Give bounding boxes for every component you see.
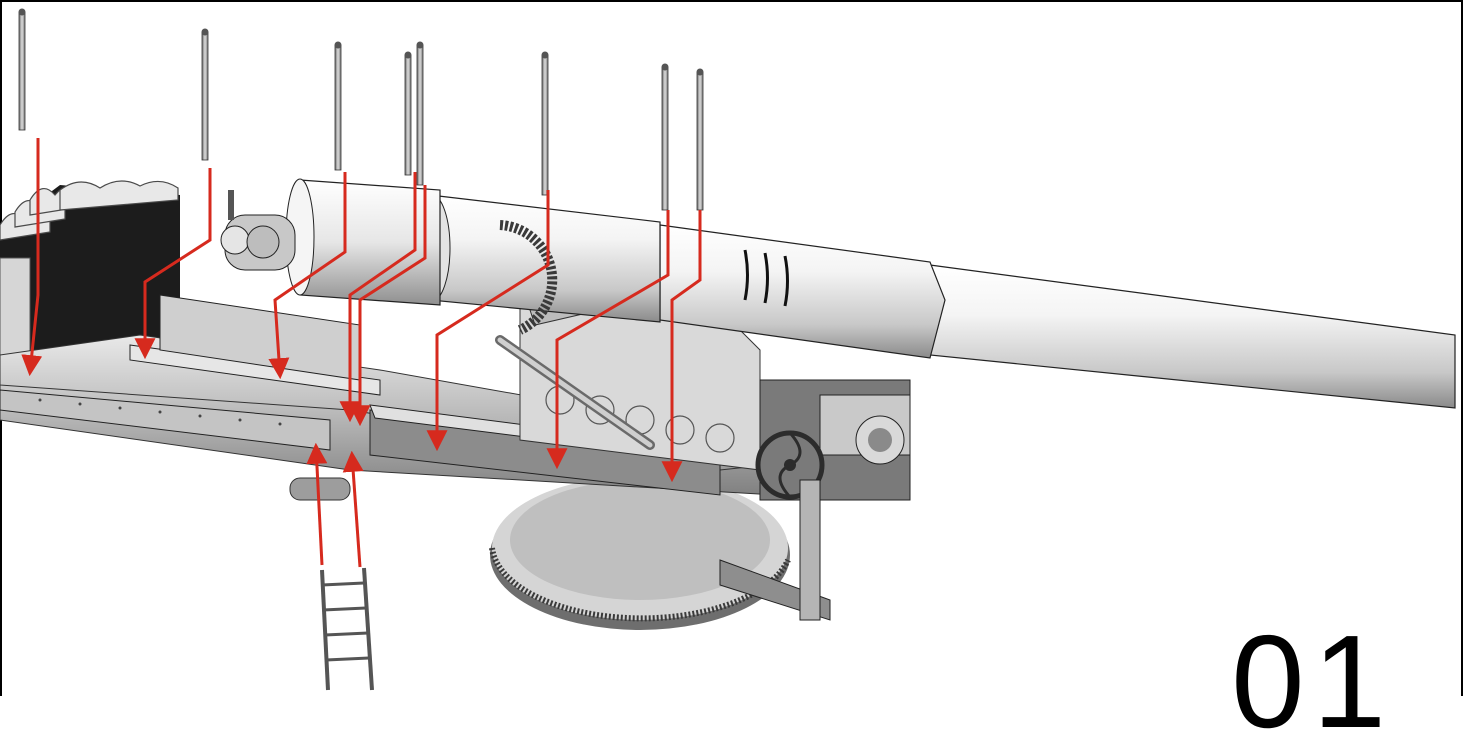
railing-posts bbox=[18, 8, 704, 211]
gun-barrel bbox=[285, 178, 1456, 409]
railing-post bbox=[696, 68, 704, 211]
railing-post bbox=[201, 28, 209, 161]
railing-post bbox=[334, 41, 342, 171]
assembly-arrow bbox=[306, 442, 328, 566]
step-number: 01 bbox=[1231, 608, 1394, 755]
assembly-arrow bbox=[661, 210, 702, 483]
assembly-arrow bbox=[349, 185, 427, 427]
assembly-arrow bbox=[268, 172, 347, 380]
railing-post bbox=[416, 41, 424, 186]
ammunition-box bbox=[0, 180, 180, 360]
assembly-arrow bbox=[546, 210, 670, 470]
turntable bbox=[489, 476, 791, 630]
assembly-arrow bbox=[134, 168, 212, 360]
railing-post bbox=[18, 8, 26, 131]
railing-post bbox=[661, 63, 669, 211]
ladder bbox=[320, 567, 374, 691]
assembly-arrows bbox=[21, 138, 702, 568]
assembly-arrow bbox=[342, 450, 364, 568]
assembly-arrow bbox=[339, 172, 417, 423]
elevation-mechanism bbox=[719, 379, 911, 621]
railing-post bbox=[541, 51, 549, 196]
railing-post bbox=[404, 51, 412, 176]
assembly-diagram bbox=[0, 0, 1463, 696]
breech-mechanism bbox=[220, 190, 296, 271]
assembly-arrow bbox=[426, 190, 550, 452]
assembly-arrow bbox=[21, 138, 43, 377]
